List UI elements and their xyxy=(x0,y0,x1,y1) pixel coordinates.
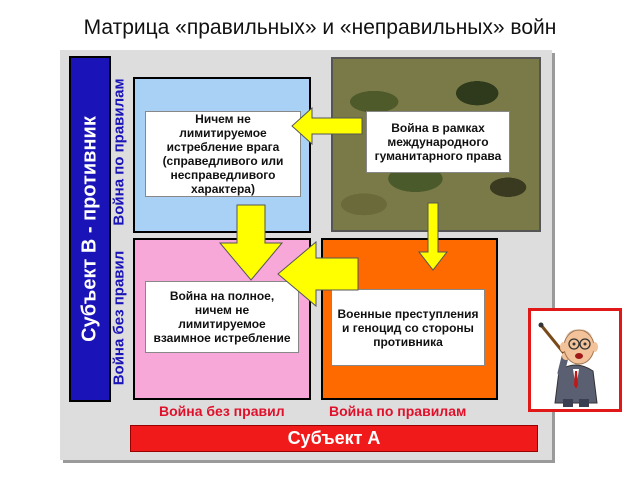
page-title: Матрица «правильных» и «неправильных» во… xyxy=(83,16,557,39)
subject-a-bar: Субъект А xyxy=(130,425,538,452)
horizontal-label-rules: Война по правилам xyxy=(329,403,467,419)
box-unlimited-extermination: Ничем не лимитируемое истребление врага … xyxy=(145,111,301,197)
box-international-law-war: Война в рамках международного гуманитарн… xyxy=(366,111,510,173)
subject-b-bar: Субъект В - противник xyxy=(69,56,111,402)
subject-b-label: Субъект В - противник xyxy=(78,116,101,342)
teacher-illustration xyxy=(528,308,622,412)
box-total-mutual-extermination: Война на полное, ничем не лимитируемое в… xyxy=(145,281,299,353)
vertical-label-no-rules: Война без правил xyxy=(110,250,128,386)
vertical-label-rules: Война по правилам xyxy=(110,78,128,226)
horizontal-label-no-rules: Война без правил xyxy=(159,403,285,419)
box-war-crimes-genocide: Военные преступления и геноцид со сторон… xyxy=(331,289,485,366)
teacher-icon xyxy=(538,322,598,407)
